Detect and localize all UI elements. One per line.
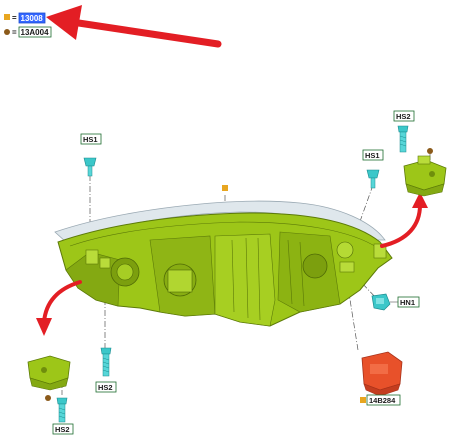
legend-equals-1: = — [12, 14, 17, 23]
legend-marker-13008-on-part — [222, 185, 228, 191]
legend-equals-2: = — [12, 28, 17, 37]
legend: = 13008 = 13A004 — [4, 12, 52, 38]
callout-hs1-right[interactable]: HS1 — [362, 149, 384, 161]
legend-code-box-2 — [18, 26, 52, 38]
svg-text:HS1[interactable]: HS1 — [83, 135, 98, 144]
marker-13a004-left — [45, 395, 51, 401]
bracket-right — [403, 155, 447, 197]
callout-hn1[interactable]: HN1 — [390, 296, 420, 308]
screw-hs2-bottom-left-icon — [56, 397, 68, 423]
red-pointer-arrow-icon — [46, 5, 222, 48]
legend-code-highlight[interactable] — [18, 12, 46, 24]
svg-text:HS2[interactable]: HS2 — [98, 383, 113, 392]
legend-circle-marker — [4, 29, 10, 35]
svg-text:HS2[interactable]: HS2 — [396, 112, 411, 121]
screw-hs2-top-right-icon — [397, 125, 409, 153]
callout-hs2-top-right[interactable]: HS2 — [393, 110, 415, 122]
callout-hs2-bottom-left[interactable]: HS2 — [52, 423, 74, 435]
svg-text:14B284[interactable]: 14B284 — [369, 396, 396, 405]
bracket-left — [27, 355, 71, 391]
legend-code-2[interactable]: 13A004 — [21, 28, 50, 37]
headlamp-housing — [54, 200, 393, 327]
screw-hs2-center-icon — [100, 347, 112, 377]
marker-13a004-right — [427, 148, 433, 154]
marker-13008-module — [360, 397, 366, 403]
callout-14b284[interactable]: 14B284 — [366, 394, 401, 406]
callout-hs1-left[interactable]: HS1 — [80, 133, 102, 145]
curved-detach-arrow-left-icon — [36, 280, 82, 336]
callout-hs2-center[interactable]: HS2 — [95, 381, 117, 393]
svg-text:HN1[interactable]: HN1 — [400, 298, 415, 307]
curved-detach-arrow-right-icon — [380, 192, 428, 248]
screw-hs1-left-icon — [83, 157, 97, 177]
legend-square-marker — [4, 14, 10, 20]
control-module — [361, 351, 403, 397]
svg-text:HS1[interactable]: HS1 — [365, 151, 380, 160]
legend-code-1[interactable]: 13008 — [21, 14, 44, 23]
screw-hs1-right-icon — [366, 169, 380, 189]
svg-text:HS2[interactable]: HS2 — [55, 425, 70, 434]
clip-hn1-icon — [371, 293, 391, 311]
